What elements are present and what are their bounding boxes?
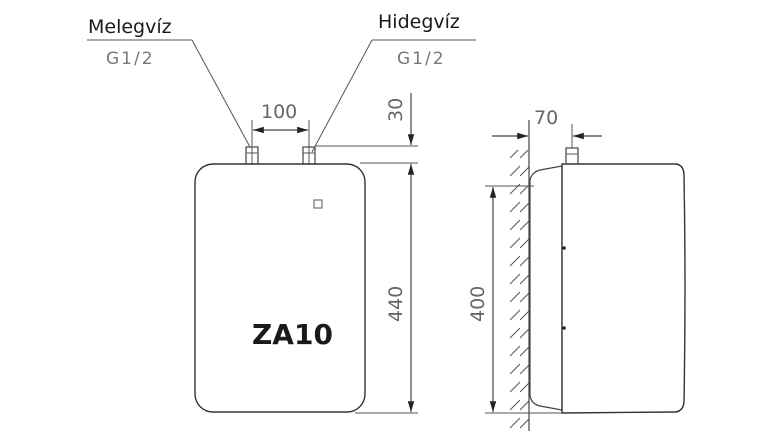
wall-hatch: [510, 150, 529, 431]
pipe-height-dimension: 30: [385, 98, 407, 122]
heater-body-front: [194, 163, 366, 413]
cold-water-label: Hidegvíz G1/2: [311, 11, 476, 153]
front-view: ZA10 100 30 440: [194, 93, 418, 414]
cold-water-leader-line: [311, 39, 373, 153]
mount-height-dimension: 400: [467, 286, 489, 322]
model-label: ZA10: [252, 318, 333, 351]
hot-water-label: Melegvíz G1/2: [87, 16, 251, 148]
cold-water-thread: G1/2: [397, 49, 446, 69]
side-view: 70 400: [467, 107, 686, 431]
hot-water-pipe: [245, 146, 259, 165]
cold-water-title: Hidegvíz: [378, 11, 460, 33]
hot-water-title: Melegvíz: [88, 16, 172, 38]
side-pipe: [565, 147, 579, 165]
hot-water-thread: G1/2: [106, 49, 155, 69]
height-dimension: 440: [385, 286, 407, 322]
heater-body-side: [561, 163, 686, 414]
indicator-light-icon: [313, 199, 323, 209]
pipe-spacing-dimension: 100: [261, 101, 297, 123]
depth-dimension: 70: [534, 107, 558, 129]
hot-water-leader-line: [191, 39, 251, 148]
